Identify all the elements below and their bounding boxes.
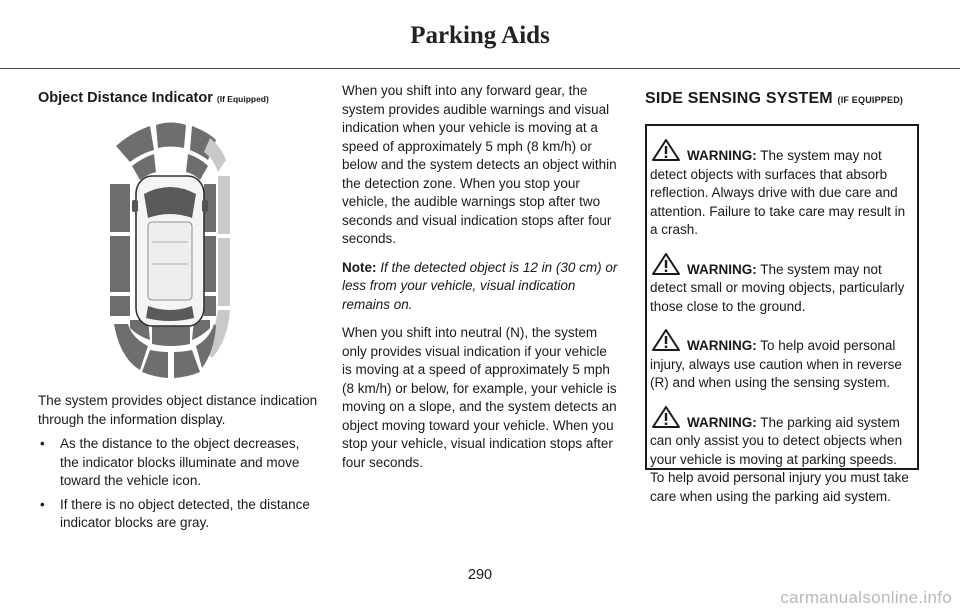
section-heading-text: SIDE SENSING SYSTEM bbox=[645, 90, 833, 107]
warning-text: The parking aid system can only assist y… bbox=[650, 414, 909, 504]
note-label: Note: bbox=[342, 259, 377, 275]
front-inner-block-left bbox=[132, 154, 156, 180]
section-heading-text: Object Distance Indicator bbox=[38, 90, 213, 106]
distance-indicator-blocks bbox=[110, 122, 230, 378]
rear-outer-block-center-right bbox=[174, 350, 200, 378]
section-heading-object-distance: Object Distance Indicator (If Equipped) bbox=[38, 90, 318, 106]
watermark: carmanualsonline.info bbox=[780, 588, 952, 607]
warning-triangle-icon bbox=[652, 329, 680, 351]
side-right-block-3 bbox=[204, 296, 216, 316]
warning-item: WARNING: The system may not detect objec… bbox=[650, 138, 913, 240]
warning-triangle-icon bbox=[652, 405, 680, 428]
list-item: • If there is no object detected, the di… bbox=[38, 496, 318, 533]
side-left-block-1 bbox=[110, 184, 130, 232]
section-heading-suffix: (IF EQUIPPED) bbox=[837, 95, 904, 105]
front-outer-block-center bbox=[156, 122, 186, 148]
front-outer-block-left bbox=[116, 126, 154, 162]
warning-triangle-icon bbox=[652, 139, 680, 161]
warning-item: WARNING: To help avoid personal injury, … bbox=[650, 328, 913, 393]
front-inner-block-right bbox=[186, 154, 208, 180]
side-left-block-3 bbox=[110, 296, 130, 316]
bullet-glyph: • bbox=[40, 436, 45, 451]
intro-paragraph: The system provides object distance indi… bbox=[38, 393, 318, 427]
section-heading-suffix: (If Equipped) bbox=[216, 94, 269, 104]
side-right-inactive-top bbox=[204, 138, 226, 172]
warning-box: WARNING: The system may not detect objec… bbox=[645, 124, 919, 504]
warning-label: WARNING: bbox=[687, 261, 757, 277]
section-heading-side-sensing: SIDE SENSING SYSTEM (IF EQUIPPED) bbox=[645, 90, 919, 108]
side-right-inactive-2 bbox=[218, 238, 230, 306]
note-paragraph: Note: If the detected object is 12 in (3… bbox=[342, 259, 618, 315]
warning-label: WARNING: bbox=[687, 338, 757, 353]
forward-gear-paragraph: When you shift into any forward gear, th… bbox=[342, 83, 617, 246]
rear-inner-block-center bbox=[152, 324, 190, 346]
page-number: 290 bbox=[467, 567, 493, 583]
indicator-bullet-list: • As the distance to the object decrease… bbox=[38, 435, 318, 533]
warning-item: WARNING: The system may not detect small… bbox=[650, 252, 913, 317]
vehicle-top-view-icon bbox=[132, 175, 208, 327]
side-left-block-2 bbox=[110, 236, 130, 292]
side-right-inactive-1 bbox=[218, 176, 230, 234]
rear-outer-block-left bbox=[114, 324, 148, 370]
page-title: Parking Aids bbox=[410, 22, 550, 49]
warning-item: WARNING: The parking aid system can only… bbox=[650, 405, 913, 507]
middle-column: When you shift into any forward gear, th… bbox=[342, 82, 618, 472]
bullet-text: If there is no object detected, the dist… bbox=[60, 496, 310, 531]
header-divider bbox=[0, 68, 960, 69]
warning-label: WARNING: bbox=[687, 414, 757, 430]
rear-outer-block-center-left bbox=[142, 350, 168, 378]
side-right-block-1 bbox=[204, 184, 216, 232]
bullet-glyph: • bbox=[40, 496, 45, 512]
left-column: Object Distance Indicator (If Equipped) bbox=[38, 82, 318, 538]
neutral-gear-paragraph: When you shift into neutral (N), the sys… bbox=[342, 325, 617, 470]
rear-outer-block-right bbox=[196, 324, 216, 368]
bullet-text: As the distance to the object decreases,… bbox=[60, 436, 300, 488]
side-right-block-2 bbox=[204, 236, 216, 292]
warning-text: The system may not detect objects with s… bbox=[650, 148, 906, 237]
warning-triangle-icon bbox=[652, 252, 680, 275]
right-column: SIDE SENSING SYSTEM (IF EQUIPPED) WARNIN… bbox=[645, 82, 919, 504]
note-text: If the detected object is 12 in (30 cm) … bbox=[342, 259, 618, 312]
rear-inner-block-right bbox=[192, 320, 210, 340]
object-distance-indicator-illustration bbox=[110, 122, 230, 378]
warning-text: The system may not detect small or movin… bbox=[650, 261, 905, 314]
list-item: • As the distance to the object decrease… bbox=[38, 435, 318, 491]
warning-text: To help avoid personal injury, always us… bbox=[650, 338, 902, 390]
warning-label: WARNING: bbox=[687, 148, 757, 163]
